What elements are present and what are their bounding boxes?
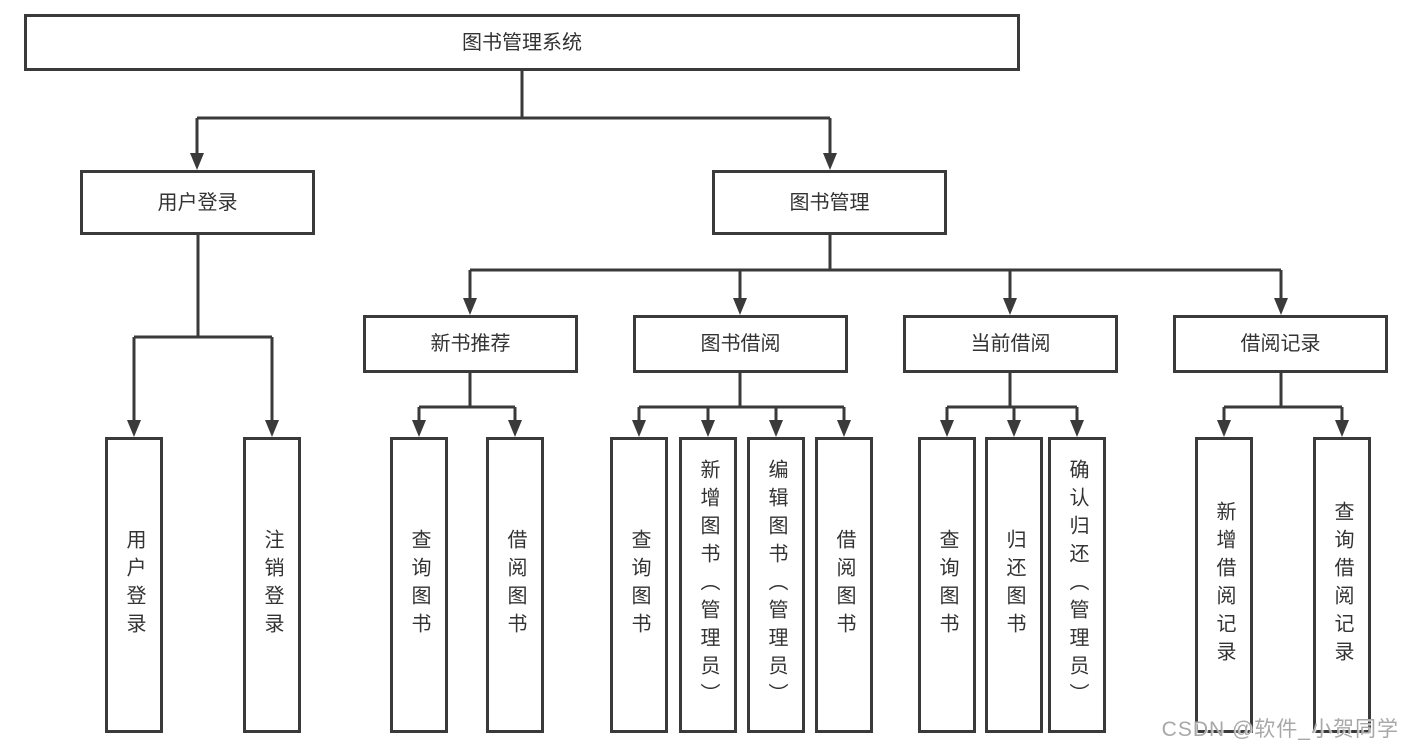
node-book-management-label: 图书管理: [789, 191, 870, 214]
leaf-query-books-1: 查询图书: [390, 437, 448, 733]
leaf-query-borrow-record: 查询借阅记录: [1313, 437, 1371, 733]
node-book-management: 图书管理: [712, 170, 947, 235]
node-new-book-recommend-label: 新书推荐: [430, 333, 511, 355]
leaf-user-login: 用户登录: [105, 437, 163, 733]
leaf-label: 查询借阅记录: [1331, 501, 1353, 669]
leaf-return-books: 归还图书: [985, 437, 1043, 733]
leaf-label: 确认归还（管理员）: [1066, 459, 1088, 711]
leaf-label: 新增借阅记录: [1213, 501, 1235, 669]
leaf-label: 用户登录: [123, 529, 145, 641]
leaf-query-books-2: 查询图书: [610, 437, 668, 733]
leaf-label: 借阅图书: [833, 529, 855, 641]
node-borrow-records: 借阅记录: [1173, 315, 1388, 373]
leaf-confirm-return-admin: 确认归还（管理员）: [1048, 437, 1106, 733]
node-book-borrow-label: 图书借阅: [700, 333, 781, 355]
csdn-watermark: CSDN @软件_小贺同学: [1161, 718, 1399, 741]
leaf-label: 新增图书（管理员）: [697, 459, 719, 711]
node-borrow-records-label: 借阅记录: [1240, 333, 1321, 355]
leaf-label: 查询图书: [408, 529, 430, 641]
leaf-borrow-books-2: 借阅图书: [815, 437, 873, 733]
leaf-edit-books-admin: 编辑图书（管理员）: [747, 437, 805, 733]
node-root: 图书管理系统: [24, 14, 1020, 71]
leaf-add-books-admin: 新增图书（管理员）: [679, 437, 737, 733]
node-new-book-recommend: 新书推荐: [363, 315, 578, 373]
node-user-login-label: 用户登录: [157, 191, 238, 214]
node-book-borrow: 图书借阅: [633, 315, 848, 373]
leaf-borrow-books-1: 借阅图书: [486, 437, 544, 733]
leaf-label: 编辑图书（管理员）: [765, 459, 787, 711]
leaf-label: 注销登录: [261, 529, 283, 641]
leaf-label: 查询图书: [628, 529, 650, 641]
leaf-logout: 注销登录: [243, 437, 301, 733]
leaf-add-borrow-record: 新增借阅记录: [1195, 437, 1253, 733]
leaf-query-books-3: 查询图书: [918, 437, 976, 733]
arrowheads: [127, 153, 1349, 437]
leaf-label: 归还图书: [1003, 529, 1025, 641]
node-root-label: 图书管理系统: [462, 31, 582, 54]
leaf-label: 借阅图书: [504, 529, 526, 641]
node-user-login: 用户登录: [80, 170, 315, 235]
node-current-borrow: 当前借阅: [903, 315, 1118, 373]
node-current-borrow-label: 当前借阅: [970, 333, 1051, 355]
leaf-label: 查询图书: [936, 529, 958, 641]
